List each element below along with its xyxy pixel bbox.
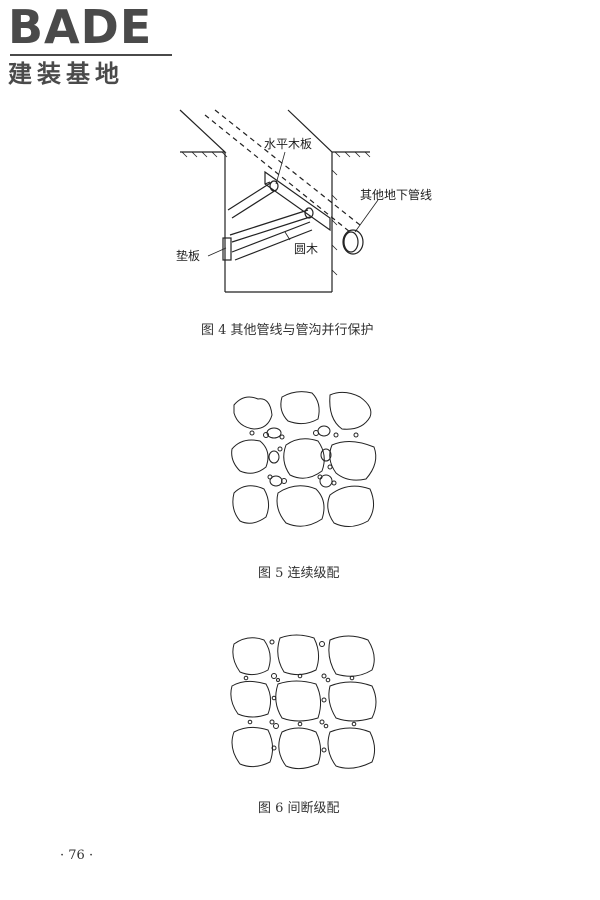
pipe-alignment-dashed: [204, 114, 351, 233]
upper-round-log: [227, 180, 279, 219]
logo-wordmark: BADE: [8, 0, 153, 54]
other-pipe: [342, 229, 364, 255]
logo-subtitle: 建装基地: [8, 60, 124, 88]
figure-5-continuous-gradation: [231, 391, 377, 527]
leader-pad: [207, 247, 227, 257]
brand-logo: BADE 建装基地: [8, 4, 178, 94]
ground-left: [179, 109, 227, 153]
logo-divider: [10, 54, 172, 56]
leader-plank: [275, 151, 286, 185]
figure-4-trench-diagram: 水平木板 其他地下管线 垫板 圆木: [176, 109, 432, 293]
ground-right: [287, 109, 370, 153]
figure-4-caption: 图 4 其他管线与管沟并行保护: [201, 323, 374, 338]
leader-log: [284, 231, 291, 241]
figure-6-caption: 图 6 间断级配: [258, 801, 340, 816]
lower-round-log: [229, 207, 314, 243]
label-other-pipe: 其他地下管线: [360, 187, 432, 202]
label-log: 圆木: [294, 242, 318, 256]
horizontal-plank: [264, 170, 331, 232]
leader-other-pipe: [354, 199, 379, 233]
bottom-round-log: [231, 221, 313, 261]
label-plank: 水平木板: [264, 137, 312, 151]
figure-5-caption: 图 5 连续级配: [258, 566, 340, 581]
label-pad: 垫板: [176, 248, 200, 263]
page-number: · 76 ·: [60, 848, 94, 863]
figure-6-gap-gradation: [230, 634, 377, 770]
